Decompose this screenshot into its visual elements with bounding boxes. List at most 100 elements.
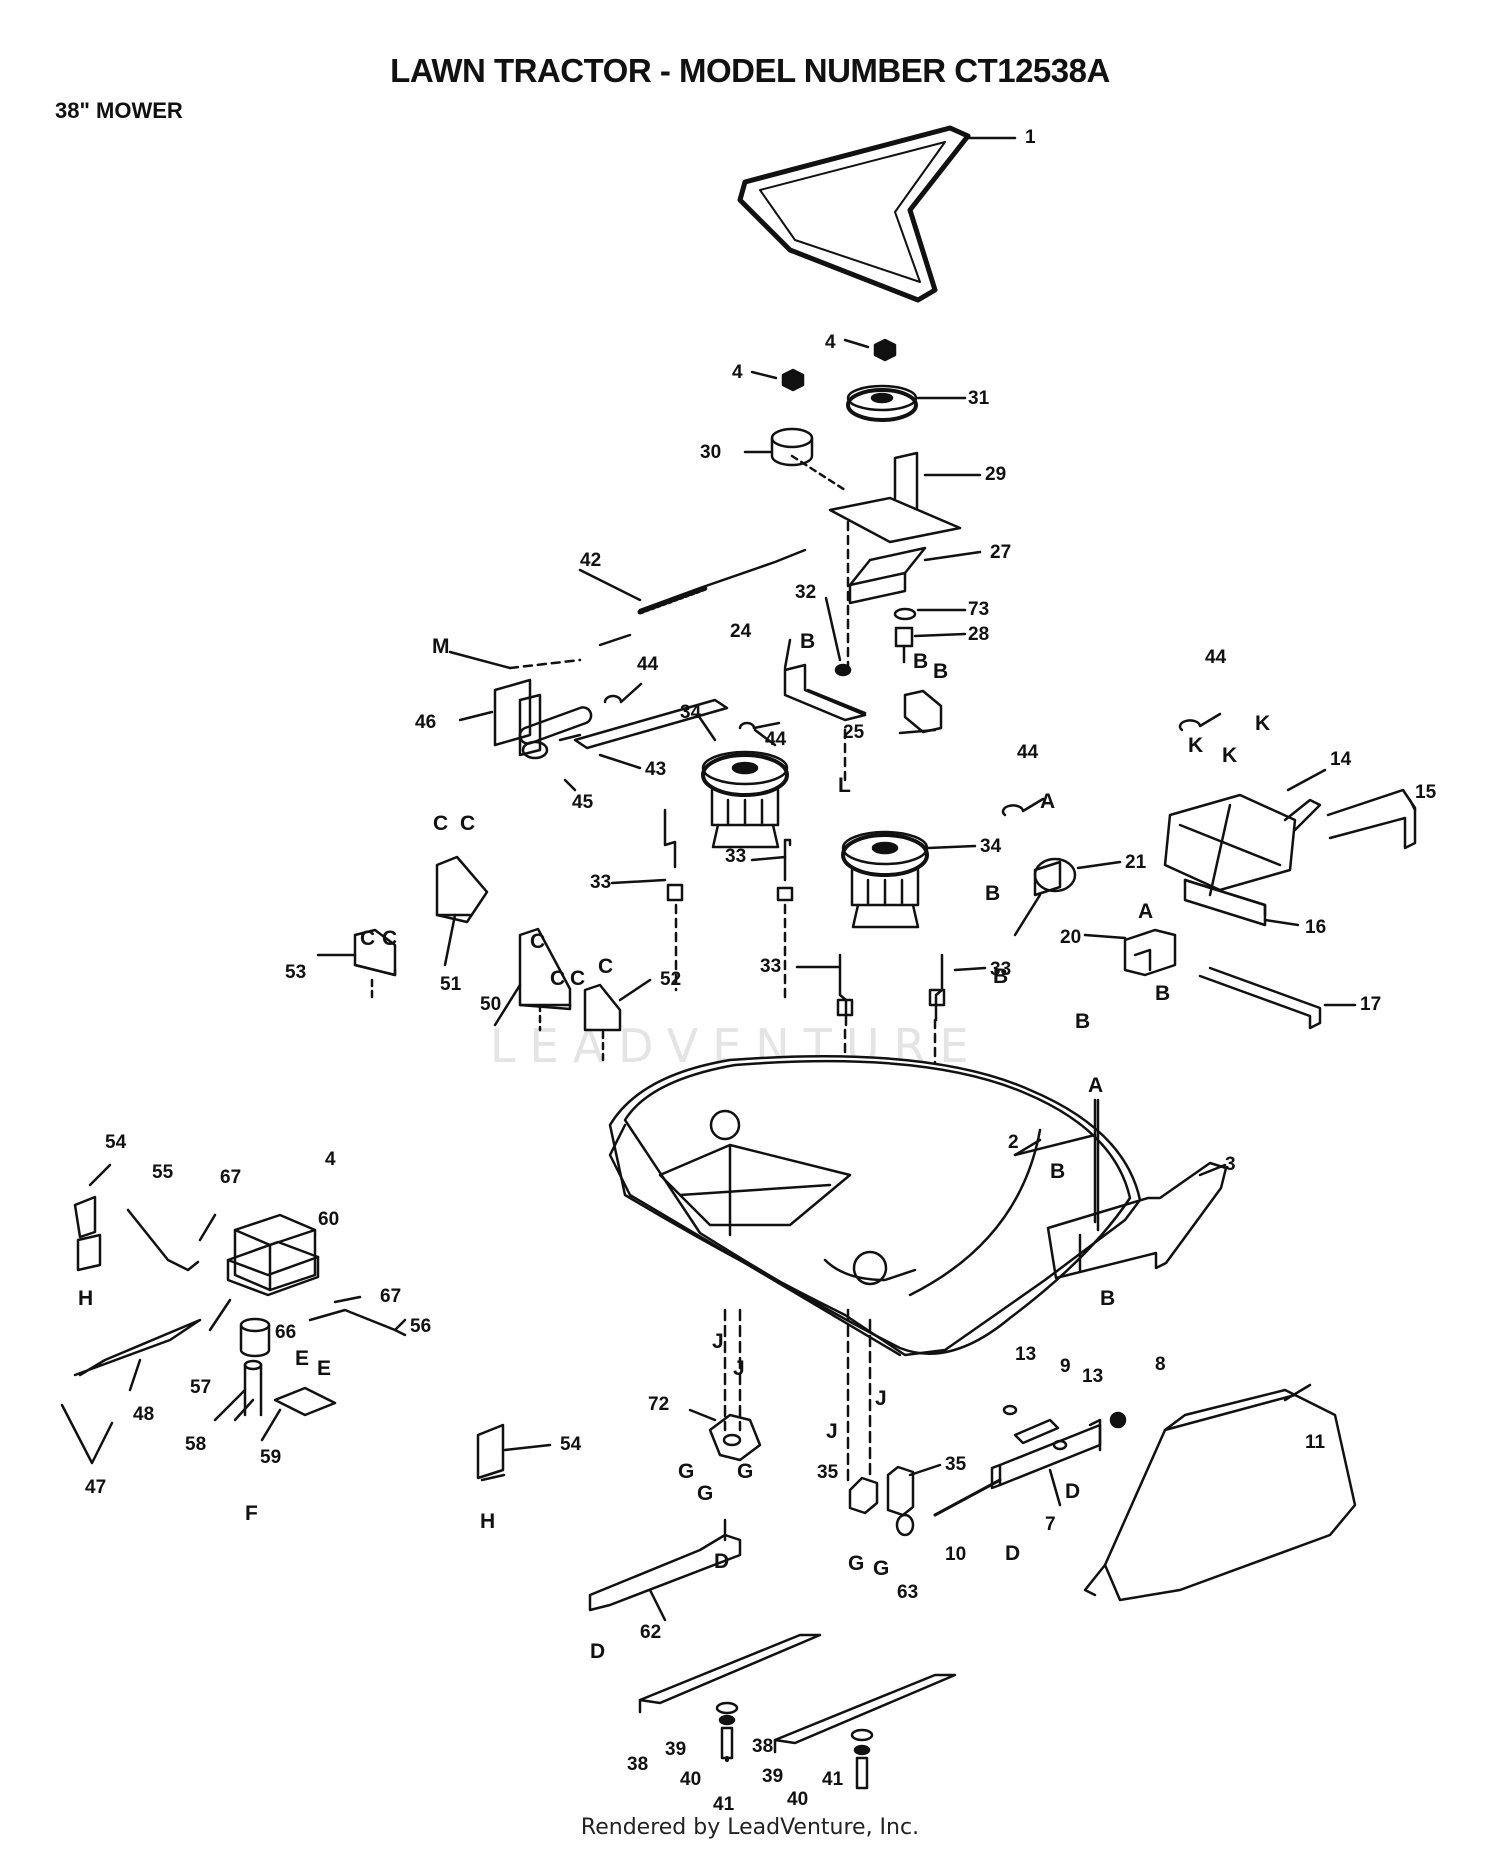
cotter-pin-44a [603,682,643,704]
link-9 [1013,1418,1060,1445]
callout-40b: 40 [787,1789,808,1810]
callout-58: 58 [185,1434,206,1455]
bracket-72 [688,1408,762,1462]
ref-G-3: G [737,1460,753,1483]
spacer-30 [743,427,814,467]
callout-39a: 39 [665,1739,686,1760]
callout-53: 53 [285,962,306,983]
callout-60: 60 [318,1209,339,1230]
ref-A-2: A [1138,900,1153,923]
callout-42: 42 [580,550,601,571]
callout-38a: 38 [627,1754,648,1775]
bracket-53 [316,928,397,1002]
callout-56: 56 [410,1316,431,1337]
callout-51: 51 [440,974,462,995]
rod-17 [1198,966,1357,1030]
callout-20: 20 [1060,927,1081,948]
adapter-35-right [886,1463,942,1517]
callout-73: 73 [968,599,989,620]
hanger-57 [198,1213,317,1292]
callout-15: 15 [1415,782,1437,803]
callout-24: 24 [730,621,752,642]
callout-38b: 38 [752,1736,773,1757]
ref-D-4: D [1065,1480,1080,1503]
ref-H-2: H [480,1510,495,1533]
plate-16 [1183,878,1300,927]
ref-C-4: C [460,812,475,835]
callout-50: 50 [480,994,501,1015]
bracket-54-upper [73,1163,112,1272]
callout-39b: 39 [762,1766,783,1787]
callout-67b: 67 [380,1286,401,1307]
rod-15 [1326,788,1417,850]
callout-62: 62 [640,1622,661,1643]
tube-45 [518,706,593,792]
callout-44d: 44 [1205,647,1227,668]
callout-16: 16 [1305,917,1326,938]
ref-G-2: G [697,1482,713,1505]
ref-B-4: B [985,882,1000,905]
rendered-by-footer: Rendered by LeadVenture, Inc. [580,1815,920,1840]
washer-13b [1052,1439,1068,1451]
bracket-52 [583,978,652,1062]
rod-47 [60,1403,114,1465]
callout-8: 8 [1155,1354,1166,1375]
ref-J-2: J [733,1357,745,1380]
rod-10 [933,1478,1002,1517]
callout-11: 11 [1305,1432,1326,1453]
callout-54b: 54 [560,1434,582,1455]
ref-C-2: C [382,927,397,950]
callout-66: 66 [275,1322,296,1343]
spring-42 [578,548,807,647]
ref-F-1: F [245,1502,258,1525]
spindle-34-right [841,830,977,929]
bracket-27 [846,520,982,672]
callout-28: 28 [968,624,989,645]
callout-40a: 40 [680,1769,701,1790]
diagram-title: LAWN TRACTOR - MODEL NUMBER CT12538A [390,52,1110,89]
blade-hardware-right [850,1728,874,1790]
callout-47: 47 [85,1477,106,1498]
washer-13a [1002,1404,1018,1416]
diagram-subtitle: 38" MOWER [55,98,183,123]
adapter-35-left [848,1476,879,1515]
ref-L-1: L [838,774,851,797]
ref-A-1: A [1040,790,1055,813]
rod-43 [558,698,729,770]
ref-B-3: B [933,660,948,683]
callout-21: 21 [1125,852,1147,873]
callout-13a: 13 [1015,1344,1036,1365]
callout-55: 55 [152,1162,174,1183]
ref-B-9: B [1100,1287,1115,1310]
washer-73 [893,607,917,621]
callout-10: 10 [945,1544,966,1565]
nut-8 [1109,1411,1127,1429]
callout-44a: 44 [637,654,659,675]
bracket-51 [435,855,489,967]
callout-35b: 35 [945,1454,967,1475]
callout-33b: 33 [725,846,746,867]
bracket-62 [588,1518,742,1622]
cotter-pin-44d [1178,712,1222,732]
bracket-54-lower [476,1423,552,1482]
ref-B-7: B [1155,982,1170,1005]
cotter-pin-44c [1001,797,1045,817]
callout-35a: 35 [817,1462,839,1483]
rod-56 [308,1308,407,1337]
bushing-66 [239,1317,271,1358]
bracket-50 [493,927,572,1032]
ref-J-1: J [712,1330,724,1353]
ref-D-3: D [1005,1542,1020,1565]
ref-B-6: B [1075,1010,1090,1033]
part-callout-numbers: 1 2 3 4 4 4 7 8 9 10 11 13 13 14 15 16 1… [85,127,1437,1815]
cotter-pin-44b [738,721,781,730]
bolt-33-b [750,838,794,1002]
bolt-28 [894,626,967,664]
blade-hardware-left [715,1701,739,1762]
ref-J-4: J [875,1387,887,1410]
callout-3: 3 [1225,1154,1236,1175]
ref-G-4: G [848,1552,864,1575]
callout-41a: 41 [713,1794,735,1815]
callout-9: 9 [1060,1356,1071,1377]
